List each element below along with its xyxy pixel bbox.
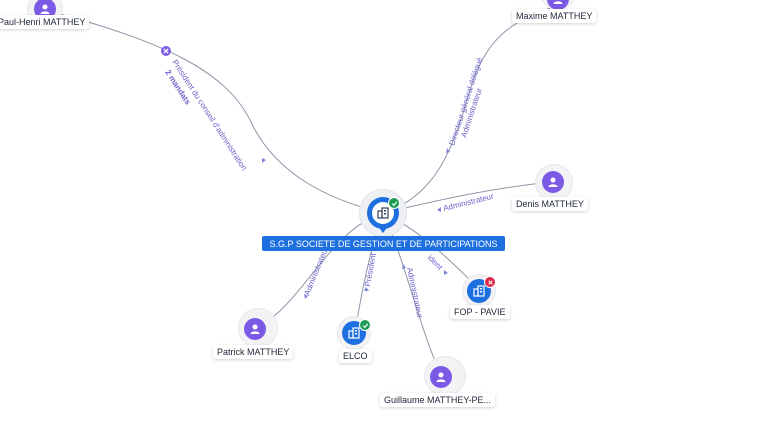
arrow-maxime xyxy=(446,148,450,153)
check-icon xyxy=(359,319,371,331)
person-icon[interactable] xyxy=(244,318,266,340)
company-name-fop-pavie[interactable]: FOP - PAVIE xyxy=(450,305,510,319)
arrow-patrick xyxy=(304,294,308,299)
center-company-icon-wrap xyxy=(372,202,394,224)
person-icon[interactable] xyxy=(430,366,452,388)
arrow-fop xyxy=(444,270,448,275)
building-icon xyxy=(348,327,360,339)
person-icon[interactable] xyxy=(547,0,569,10)
edge-label-patrick-role: Administrateur xyxy=(303,245,331,297)
edge-label-denis-role: Administrateur xyxy=(442,192,495,213)
cross-icon xyxy=(484,276,496,288)
arrow-paul-henri xyxy=(262,158,266,163)
center-company-pin xyxy=(377,225,389,233)
mandate-cross-icon xyxy=(161,46,171,56)
person-name-maxime[interactable]: Maxime MATTHEY xyxy=(512,9,597,23)
arrow-elco xyxy=(364,287,369,291)
person-name-guillaume[interactable]: Guillaume MATTHEY-PE... xyxy=(380,393,496,407)
building-icon xyxy=(473,285,485,297)
person-name-patrick[interactable]: Patrick MATTHEY xyxy=(213,345,294,359)
arrow-denis xyxy=(437,207,441,212)
check-icon xyxy=(388,197,400,209)
edge-paul-henri xyxy=(44,9,384,214)
building-icon xyxy=(377,207,389,219)
arrow-guillaume xyxy=(402,264,406,269)
person-name-paul-henri[interactable]: Paul-Henri MATTHEY xyxy=(0,15,90,29)
edge-label-elco-role: Président xyxy=(363,252,378,288)
edge-label-guillaume-role: Administrateur xyxy=(405,267,425,320)
person-name-denis[interactable]: Denis MATTHEY xyxy=(512,197,588,211)
person-icon[interactable] xyxy=(542,171,564,193)
company-name-elco[interactable]: ELCO xyxy=(339,349,372,363)
edge-label-fop-role: ident xyxy=(426,253,445,272)
center-company-name[interactable]: S.G.P SOCIETE DE GESTION ET DE PARTICIPA… xyxy=(262,236,505,251)
